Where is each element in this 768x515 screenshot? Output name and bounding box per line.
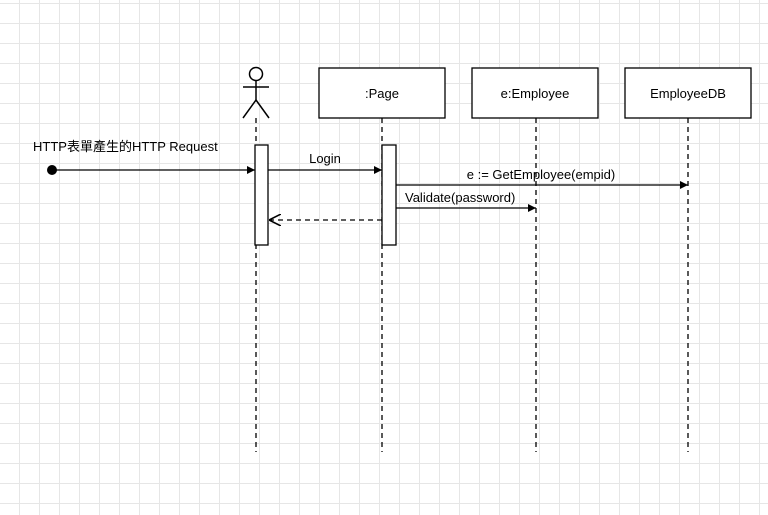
actor-activation-bar[interactable] [254,144,269,246]
http-request-label: HTTP表單產生的HTTP Request [33,139,218,154]
participant-employeedb-label: EmployeeDB [650,86,726,101]
page-activation-bar[interactable] [381,144,397,246]
participant-employee-label: e:Employee [501,86,570,101]
login-label: Login [309,151,341,166]
get-employee-label: e := GetEmployee(empid) [467,167,615,182]
participant-page-label: :Page [365,86,399,101]
participant-page[interactable]: :Page [318,67,446,119]
actor-icon[interactable] [242,66,270,119]
validate-label: Validate(password) [405,190,515,205]
participant-employee[interactable]: e:Employee [471,67,599,119]
participant-employeedb[interactable]: EmployeeDB [624,67,752,119]
